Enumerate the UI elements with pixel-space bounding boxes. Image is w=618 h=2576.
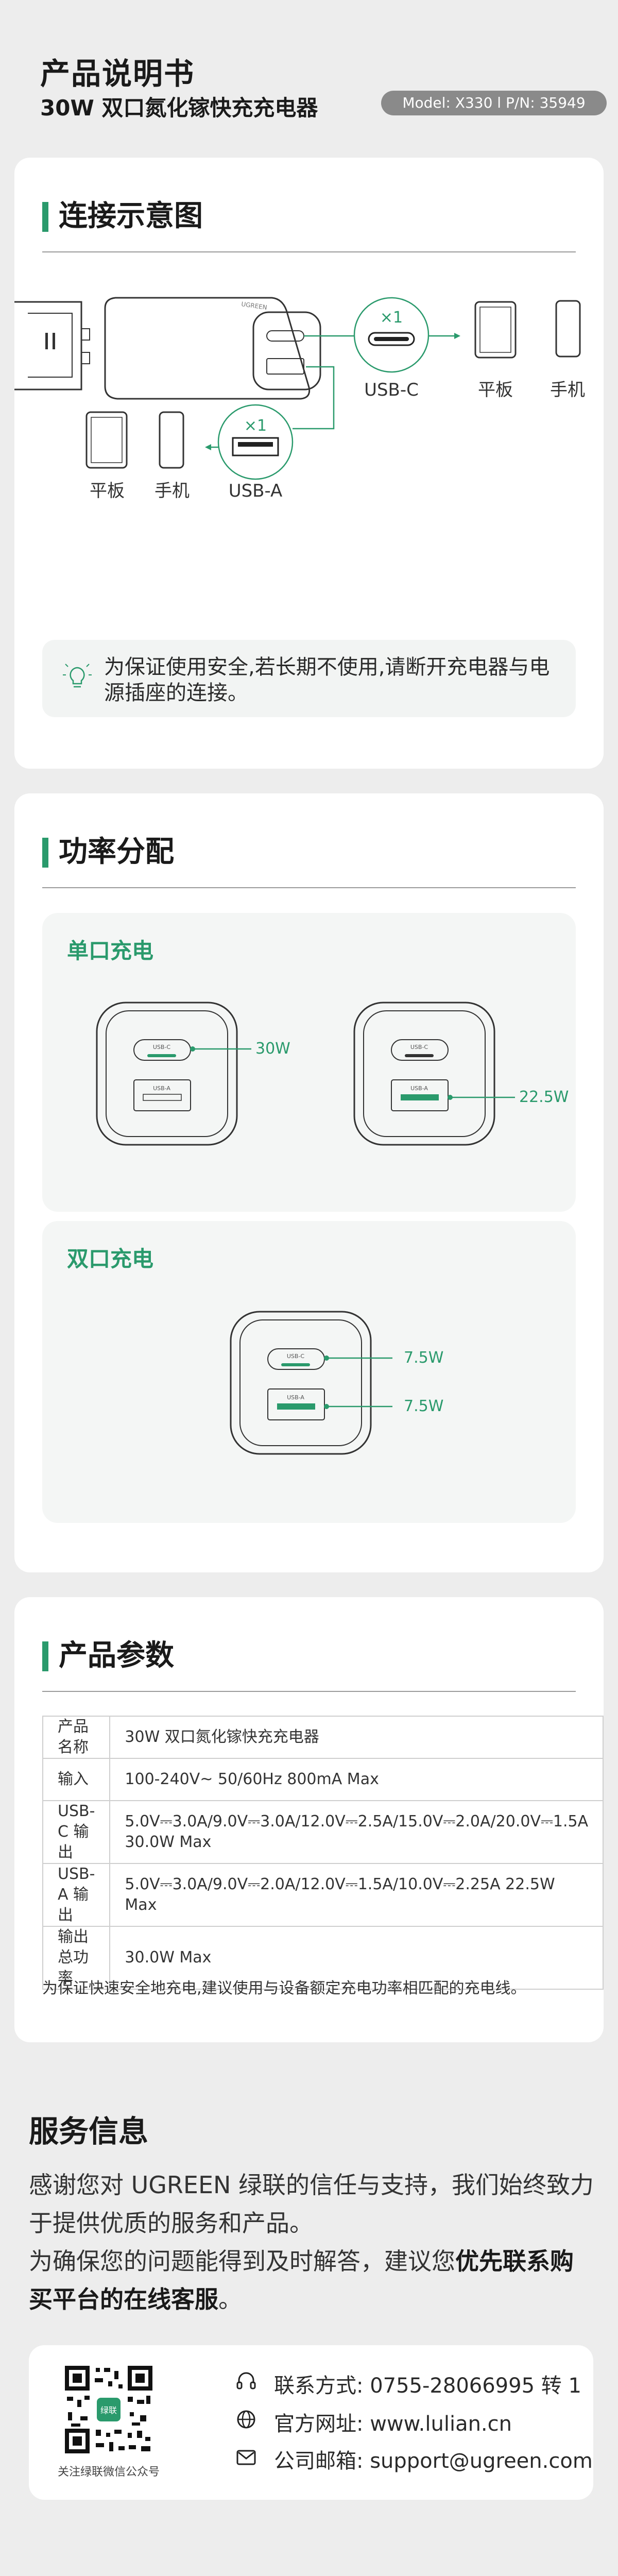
tablet-label: 平板 [90,481,125,501]
safety-tip: 为保证使用安全,若长期不使用,请断开充电器与电源插座的连接。 [42,640,576,717]
table-row: USB-C 输出 5.0V⎓3.0A/9.0V⎓3.0A/12.0V⎓2.5A/… [42,1800,604,1864]
params-heading: 产品参数 [42,1637,174,1674]
svg-text:绿联: 绿联 [100,2405,117,2415]
single-port-panel: 单口充电 USB-C USB-A USB-C USB-A 30W [42,913,576,1212]
dual-port-diagram: USB-C USB-A [230,1311,392,1455]
svg-text:USB-C: USB-C [287,1353,305,1360]
phone-icon [555,300,581,358]
lightbulb-icon [63,664,92,688]
phone-label: 手机 [154,481,190,501]
tablet-icon [85,411,128,469]
service-highlight: 优先联系购买平台的在线客服 [29,2247,574,2313]
param-value: 30W 双口氮化镓快充充电器 [109,1716,604,1759]
single-port-diagram: USB-C USB-A USB-C USB-A [96,1002,515,1146]
tablet-icon [474,301,517,359]
param-key: USB-C 输出 [42,1800,111,1864]
contact-phone: 联系方式: 0755-28066995 转 1 [274,2374,581,2398]
phone-label: 手机 [550,380,585,400]
params-note: 为保证快速安全地充电,建议使用与设备额定充电功率相匹配的充电线。 [42,1979,526,1997]
param-key: 输入 [42,1758,111,1801]
product-subtitle: 30W 双口氮化镓快充充电器 [40,95,318,121]
power-card: 功率分配 单口充电 USB-C USB-A USB-C USB-A [14,793,604,1572]
param-value: 30.0W Max [109,1926,604,1990]
table-row: 产品名称 30W 双口氮化镓快充充电器 [42,1716,604,1759]
charger-illustration: UGREEN [104,297,321,400]
svg-text:USB-C: USB-C [410,1044,428,1050]
svg-text:×1: ×1 [244,417,267,435]
model-badge: Model: X330 l P/N: 35949 [381,91,607,115]
param-key: 输出总功率 [42,1926,111,1990]
svg-text:×1: ×1 [380,309,403,327]
single-c-watt: 30W [255,1040,290,1058]
connection-card: 连接示意图 UGREEN ×1 USB-C [14,158,604,769]
table-row: 输出总功率 30.0W Max [42,1926,604,1990]
qr-caption: 关注绿联微信公众号 [57,2466,160,2479]
single-a-watt: 22.5W [519,1088,569,1106]
qr-code-icon: 绿联 [65,2366,152,2453]
section-divider [42,1691,576,1692]
param-value: 5.0V⎓3.0A/9.0V⎓3.0A/12.0V⎓2.5A/15.0V⎓2.0… [109,1800,604,1864]
svg-text:USB-A: USB-A [153,1085,170,1092]
section-divider [42,887,576,888]
usb-c-callout-circle [353,297,430,373]
service-paragraph-1: 感谢您对 UGREEN 绿联的信任与支持，我们始终致力于提供优质的服务和产品。 [29,2171,594,2237]
dual-c-watt: 7.5W [404,1349,444,1367]
tablet-label: 平板 [478,380,513,400]
single-port-heading: 单口充电 [67,938,154,963]
svg-text:USB-A: USB-A [287,1394,304,1401]
param-value: 5.0V⎓3.0A/9.0V⎓2.0A/12.0V⎓1.5A/10.0V⎓2.2… [109,1863,604,1927]
document-title: 产品说明书 [40,56,195,91]
contact-card: 绿联 关注绿联微信公众号 联系方式: 0755-28066995 转 1 官方网… [29,2345,593,2500]
headset-icon [236,2372,256,2389]
globe-icon [237,2410,255,2429]
connection-diagram: UGREEN ×1 USB-C 平板 手机 ×1 USB-A [14,297,585,501]
service-paragraph-2: 为确保您的问题能得到及时解答，建议您优先联系购买平台的在线客服。 [29,2247,574,2313]
table-row: 输入 100-240V~ 50/60Hz 800mA Max [42,1758,604,1801]
params-table: 产品名称 30W 双口氮化镓快充充电器 输入 100-240V~ 50/60Hz… [42,1716,604,1990]
table-row: USB-A 输出 5.0V⎓3.0A/9.0V⎓2.0A/12.0V⎓1.5A/… [42,1863,604,1927]
mail-icon [236,2450,256,2465]
power-heading: 功率分配 [42,834,174,871]
dual-a-watt: 7.5W [404,1397,444,1415]
params-card: 产品参数 产品名称 30W 双口氮化镓快充充电器 输入 100-240V~ 50… [14,1597,604,2042]
connection-heading: 连接示意图 [42,198,203,235]
contact-website[interactable]: 官方网址: www.lulian.cn [274,2412,512,2436]
usb-c-label: USB-C [364,380,419,400]
plug-icon [14,301,90,391]
svg-text:USB-C: USB-C [153,1044,171,1050]
dual-port-panel: 双口充电 USB-C USB-A 7.5W 7.5W [42,1221,576,1523]
svg-text:USB-A: USB-A [410,1085,428,1092]
param-key: 产品名称 [42,1716,111,1759]
contact-email[interactable]: 公司邮箱: support@ugreen.com [274,2449,593,2473]
section-divider [42,251,576,252]
phone-icon [159,411,184,469]
service-heading: 服务信息 [29,2114,149,2149]
param-value: 100-240V~ 50/60Hz 800mA Max [109,1758,604,1801]
dual-port-heading: 双口充电 [67,1246,154,1272]
device-brand: UGREEN [241,300,268,311]
usb-a-label: USB-A [229,481,283,501]
safety-tip-text: 为保证使用安全,若长期不使用,请断开充电器与电源插座的连接。 [104,655,550,705]
param-key: USB-A 输出 [42,1863,111,1927]
